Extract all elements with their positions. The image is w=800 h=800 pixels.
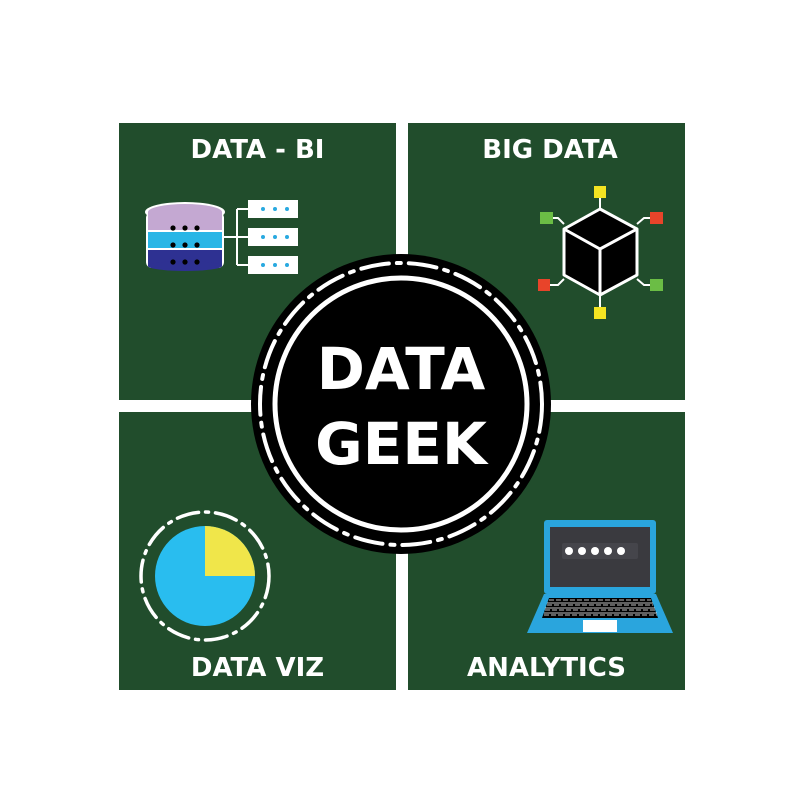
center-badge bbox=[251, 254, 551, 554]
label-big-data: BIG DATA bbox=[482, 135, 618, 165]
laptop-password-icon bbox=[527, 520, 673, 633]
cube-network-icon bbox=[538, 186, 663, 319]
center-title-line1: DATA bbox=[316, 335, 486, 403]
database-server-icon bbox=[145, 200, 298, 274]
center-title-line2: GEEK bbox=[315, 410, 487, 478]
label-data-viz: DATA VIZ bbox=[190, 653, 325, 683]
label-analytics: ANALYTICS bbox=[466, 653, 627, 683]
label-data-bi: DATA - BI bbox=[190, 135, 325, 165]
pie-chart-icon bbox=[139, 510, 271, 642]
